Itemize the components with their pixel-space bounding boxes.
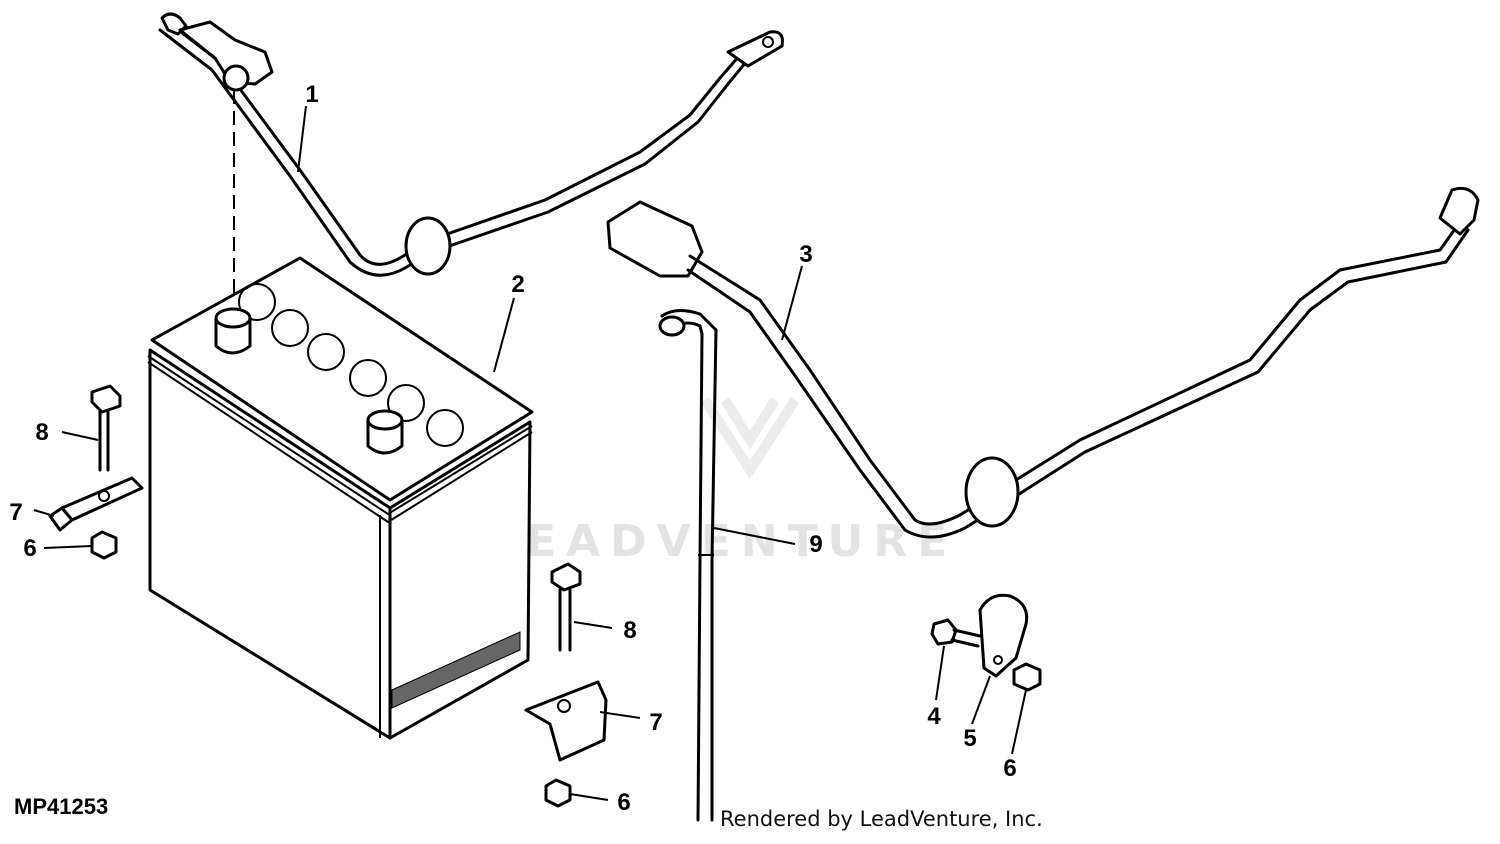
leader-lines	[33, 105, 1027, 801]
watermark-text: LEADVENTURE	[488, 516, 957, 567]
watermark: LEADVENTURE	[488, 397, 957, 567]
center-hold-down-hardware	[524, 562, 608, 808]
callout-1: 1	[305, 81, 318, 108]
callout-8-left: 8	[35, 419, 48, 446]
callout-2: 2	[511, 271, 524, 298]
positive-cable	[158, 12, 784, 300]
left-hold-down-hardware	[48, 384, 144, 560]
battery	[147, 256, 534, 740]
render-credit: Rendered by LeadVenture, Inc.	[720, 807, 1043, 831]
callout-4: 4	[927, 703, 941, 730]
negative-cable	[606, 186, 1480, 539]
figure-id: MP41253	[14, 794, 108, 819]
callout-6-left: 6	[23, 535, 36, 562]
callout-7-right: 7	[649, 709, 662, 736]
callout-5: 5	[963, 725, 976, 752]
callout-6-bottom: 6	[617, 789, 630, 816]
clamp-hardware	[930, 593, 1042, 692]
callout-6-right: 6	[1003, 755, 1016, 782]
callout-3: 3	[799, 241, 812, 268]
callouts: 1 2 3 8 7 6 8 7 6 9 4 5 6	[9, 81, 1016, 816]
callout-9: 9	[809, 531, 822, 558]
callout-7-left: 7	[9, 499, 22, 526]
callout-8-right: 8	[623, 617, 636, 644]
hold-down-rod	[658, 309, 718, 822]
